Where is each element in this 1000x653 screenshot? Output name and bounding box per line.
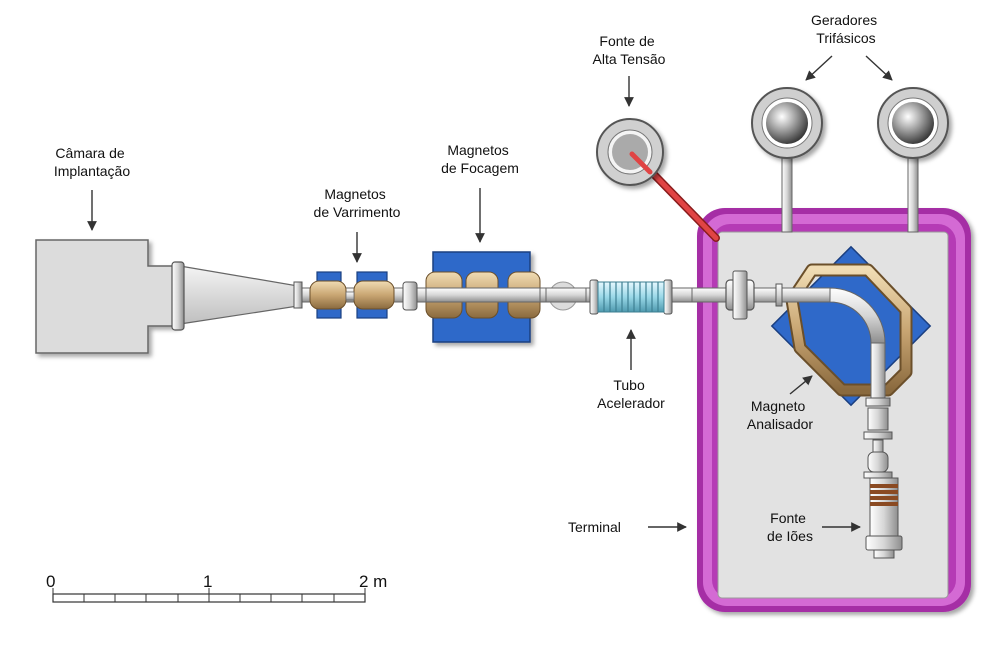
arrow-icon [865, 55, 893, 81]
label-focagem: Magnetos de Focagem [441, 142, 519, 176]
sphere-icon [766, 102, 808, 144]
accelerator-tube [589, 279, 673, 315]
arrow-icon [805, 55, 833, 81]
scanning-magnets [309, 271, 418, 319]
focusing-magnets [425, 251, 587, 343]
implantation-chamber [35, 239, 299, 354]
scale-bar: 0 1 2 m [46, 572, 387, 603]
terminal-beam-line [689, 270, 903, 559]
sphere-icon [892, 102, 934, 144]
high-voltage-source [596, 118, 720, 242]
label-camara: Câmara de Implantação [54, 145, 130, 179]
pointer-arrows [87, 55, 893, 532]
scale-tick-2: 2 m [359, 572, 387, 591]
label-terminal: Terminal [568, 519, 621, 535]
label-magneto-analisador: Magneto Analisador [747, 398, 813, 432]
scale-tick-1: 1 [203, 572, 212, 591]
scale-tick-0: 0 [46, 572, 55, 591]
label-tubo-acelerador: Tubo Acelerador [597, 377, 665, 411]
label-fonte-alta-tensao: Fonte de Alta Tensão [593, 33, 666, 67]
triphase-generator-right [877, 87, 949, 233]
label-geradores: Geradores Trifásicos [811, 12, 881, 46]
analyzer-magnet [770, 245, 932, 407]
arrow-icon [789, 375, 813, 395]
triphase-generator-left [751, 87, 823, 233]
label-varrimento: Magnetos de Varrimento [314, 186, 401, 220]
label-fonte-ioes: Fonte de Iões [767, 510, 813, 544]
